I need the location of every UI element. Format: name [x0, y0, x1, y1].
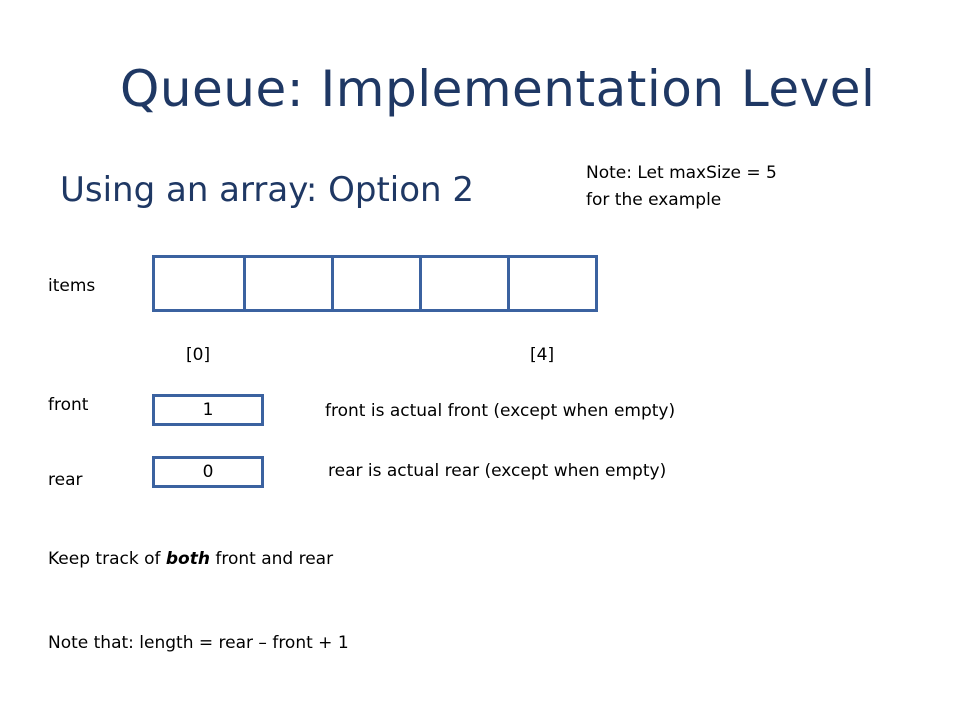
array-cell-3 [419, 258, 507, 309]
rear-description: rear is actual rear (except when empty) [328, 461, 667, 481]
array-cell-2 [331, 258, 419, 309]
index-label-first: [0] [186, 345, 211, 365]
front-label: front [48, 395, 89, 415]
array-cell-4 [507, 258, 595, 309]
front-description: front is actual front (except when empty… [325, 401, 676, 421]
index-label-last: [4] [530, 345, 555, 365]
array-cell-0 [155, 258, 243, 309]
keep-track-emphasis: both [165, 549, 210, 569]
maxsize-note: Note: Let maxSize = 5 for the example [586, 160, 866, 214]
rear-label: rear [48, 470, 83, 490]
length-formula-note: Note that: length = rear – front + 1 [48, 633, 349, 653]
items-label: items [48, 276, 96, 296]
front-value-box: 1 [152, 394, 264, 426]
array-cell-1 [243, 258, 331, 309]
maxsize-note-line1: Note: Let maxSize = 5 [586, 163, 777, 183]
rear-value-box: 0 [152, 456, 264, 488]
keep-track-before: Keep track of [48, 549, 166, 569]
keep-track-after: front and rear [209, 549, 334, 569]
slide-subtitle: Using an array: Option 2 [60, 170, 475, 210]
items-array [152, 255, 598, 312]
keep-track-note: Keep track of both front and rear [48, 549, 333, 569]
maxsize-note-line2: for the example [586, 190, 722, 210]
slide-title: Queue: Implementation Level [120, 60, 876, 118]
